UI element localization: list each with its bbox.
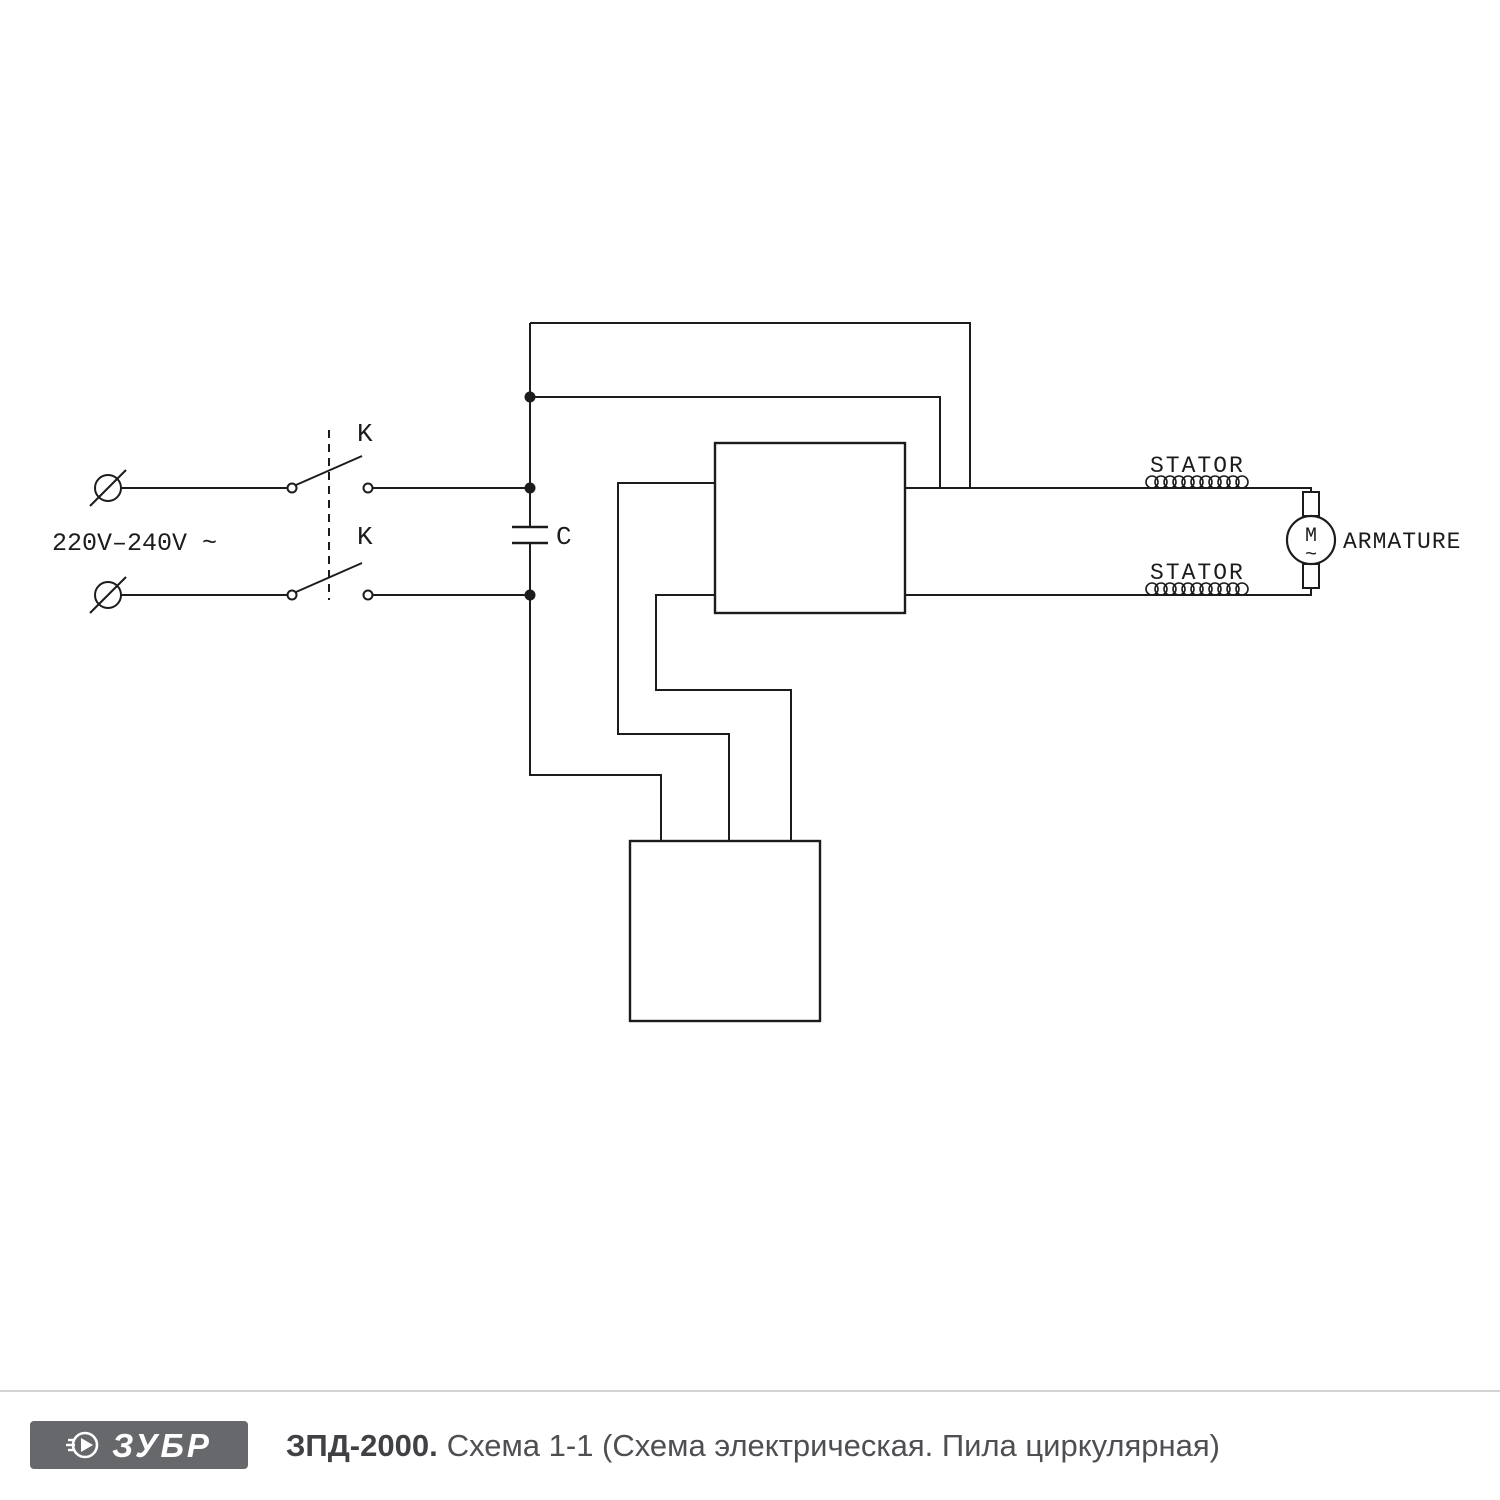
controller-module-box	[713, 441, 907, 615]
switch-contact	[362, 482, 374, 494]
wire-module-output-2	[655, 594, 792, 841]
caption-text: Схема 1-1 (Схема электрическая. Пила цир…	[446, 1428, 1221, 1463]
zubr-brand-text: ЗУБР	[112, 1426, 212, 1464]
switch-contact	[362, 589, 374, 601]
switch-bottom	[286, 562, 374, 601]
zubr-logo-icon	[66, 1431, 99, 1459]
supply-terminal-top	[89, 469, 127, 507]
stator-label-bottom: STATOR	[1150, 560, 1245, 586]
switch-blade	[295, 455, 363, 486]
switch-top	[286, 455, 374, 494]
stator-coil-top	[1145, 475, 1249, 489]
stator-label-top: STATOR	[1150, 453, 1245, 479]
wire-main-vertical-lower	[529, 543, 662, 841]
stator-coil-bottom	[1145, 582, 1249, 596]
wires	[121, 322, 1312, 841]
switch-label-top: K	[357, 419, 373, 449]
motor-brush-bottom	[1302, 563, 1320, 589]
zubr-logo: ЗУБР	[30, 1421, 248, 1469]
bottom-module-box	[628, 839, 822, 1023]
armature-label: ARMATURE	[1343, 529, 1461, 555]
armature-motor	[1285, 491, 1337, 589]
capacitor-label: C	[556, 522, 572, 552]
switch-contact	[286, 589, 298, 601]
footer-caption: ЗПД-2000.Схема 1-1 (Схема электрическая.…	[286, 1428, 1220, 1464]
motor-circle	[1285, 514, 1337, 566]
terminal-slash	[89, 469, 127, 507]
junction-dot	[524, 589, 536, 601]
wire-mid-loop	[530, 396, 941, 488]
junction-dot	[524, 391, 536, 403]
wire-stator-bottom-line	[905, 588, 1312, 596]
wire-top-loop	[530, 322, 971, 488]
terminal-slash	[89, 576, 127, 614]
motor-letter: M	[1305, 525, 1317, 548]
motor-brush-top	[1302, 491, 1320, 517]
switch-contact	[286, 482, 298, 494]
switch-label-bottom: K	[357, 522, 373, 552]
junction-dot	[524, 482, 536, 494]
wire-module-output-1	[617, 482, 730, 841]
wire-stator-top-line	[905, 487, 1312, 492]
model-number: ЗПД-2000.	[286, 1428, 438, 1463]
capacitor	[512, 525, 548, 545]
supply-voltage-label: 220V–240V ~	[52, 529, 217, 558]
supply-terminal-bottom	[89, 576, 127, 614]
footer-divider	[0, 1390, 1500, 1392]
motor-wave-symbol: ~	[1305, 544, 1317, 567]
